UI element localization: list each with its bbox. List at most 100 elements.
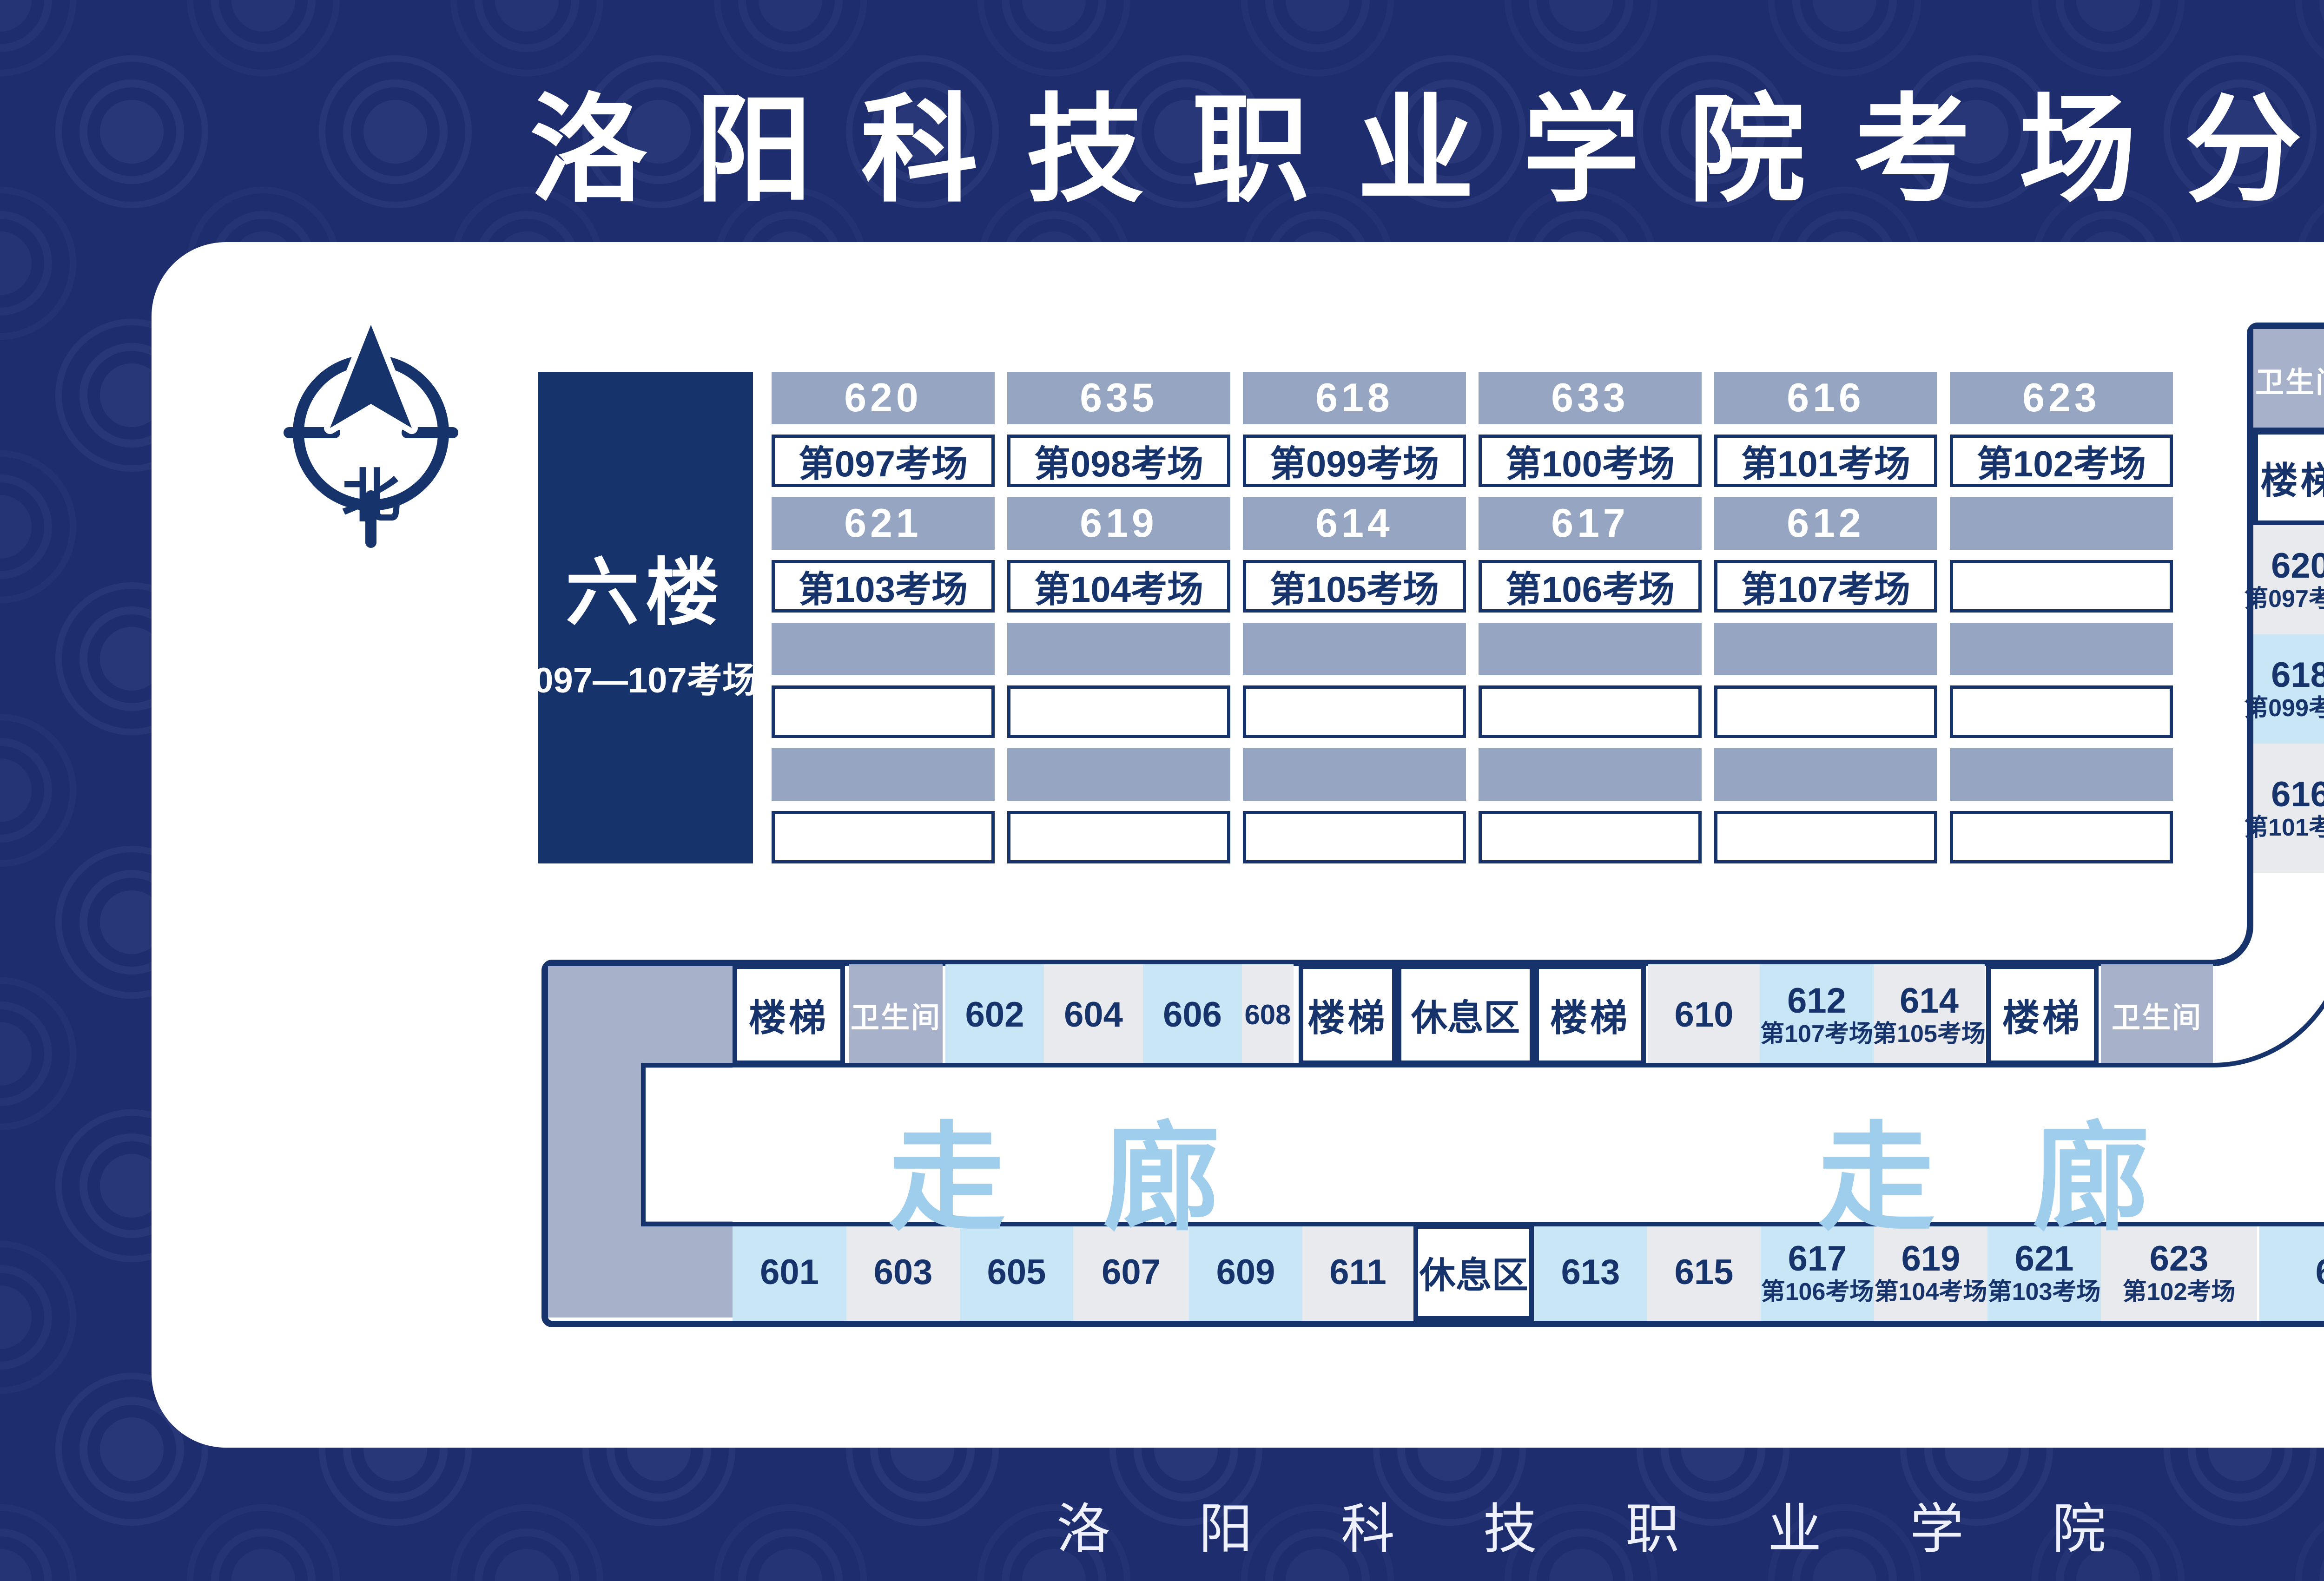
grid-exam-cell: 第097考场 — [772, 435, 995, 487]
room-cell-616: 616第101考场 — [2244, 744, 2324, 873]
room-number: 618 — [2271, 655, 2324, 695]
grid-exam-cell: 第100考场 — [1479, 435, 1702, 487]
stairs-cell: 楼梯 — [1534, 964, 1646, 1065]
map-card: 卫生间卫生间楼梯620第097考场618第099考场616第101考场63763… — [152, 242, 2324, 1448]
room-number: 623 — [2149, 1238, 2209, 1278]
grid-exam-cell — [772, 811, 995, 863]
grid-room-cell: 621 — [772, 497, 995, 550]
room-number: 602 — [965, 995, 1024, 1034]
compass: 北 — [278, 312, 464, 563]
grid-exam-cell — [772, 685, 995, 738]
grid-room-cell — [1007, 623, 1230, 675]
grid-exam-cell — [1479, 811, 1702, 863]
floor-name: 六楼 — [566, 552, 726, 634]
room-number: 603 — [873, 1252, 933, 1292]
grid-exam-cell: 第104考场 — [1007, 560, 1230, 613]
room-cell-602: 602 — [945, 964, 1044, 1065]
exam-room-label: 第097考场 — [2244, 586, 2324, 613]
exam-room-label: 第104考场 — [1874, 1278, 1987, 1305]
grid-exam-cell: 第106考场 — [1479, 560, 1702, 613]
grid-room-cell: 618 — [1243, 372, 1466, 424]
grid-exam-cell: 第102考场 — [1950, 435, 2173, 487]
rest-area-cell: 休息区 — [1397, 964, 1534, 1065]
room-number: 626 — [2316, 1252, 2324, 1292]
exam-room-label: 第099考场 — [2244, 695, 2324, 722]
room-cell-606: 606 — [1143, 964, 1242, 1065]
grid-room-cell: 619 — [1007, 497, 1230, 550]
grid-room-cell — [1950, 623, 2173, 675]
exam-room-label: 第102考场 — [2122, 1278, 2236, 1305]
grid-room-cell — [1950, 748, 2173, 801]
stairs-cell: 楼梯 — [1299, 964, 1397, 1065]
grid-exam-cell: 第101考场 — [1714, 435, 1937, 487]
room-number: 619 — [1901, 1238, 1961, 1278]
room-cell-620: 620第097考场 — [2244, 525, 2324, 634]
room-number: 610 — [1674, 995, 1734, 1034]
grid-room-cell: 612 — [1714, 497, 1937, 550]
room-cell-609: 609 — [1189, 1224, 1302, 1321]
room-cell-605: 605 — [960, 1224, 1073, 1321]
grid-exam-cell — [1007, 811, 1230, 863]
room-cell-610: 610 — [1648, 964, 1760, 1065]
grid-exam-cell — [1007, 685, 1230, 738]
grid-room-cell: 623 — [1950, 372, 2173, 424]
room-number: 617 — [1788, 1238, 1847, 1278]
grid-room-cell: 616 — [1714, 372, 1937, 424]
room-number: 611 — [1329, 1252, 1386, 1292]
grid-room-cell — [1243, 623, 1466, 675]
room-cell-607: 607 — [1073, 1224, 1189, 1321]
room-number: 604 — [1064, 995, 1123, 1034]
corridor-label-left: 走廊 — [888, 1113, 1318, 1244]
room-number: 606 — [1163, 995, 1222, 1034]
room-cell-608: 608 — [1242, 964, 1294, 1065]
room-cell-613: 613 — [1534, 1224, 1647, 1321]
grid-exam-cell: 第103考场 — [772, 560, 995, 613]
corridor-area — [646, 1068, 2211, 1221]
grid-exam-cell — [1243, 685, 1466, 738]
grid-room-cell — [1479, 623, 1702, 675]
grid-room-cell — [1714, 748, 1937, 801]
stairs-cell: 楼梯 — [733, 964, 845, 1065]
grid-exam-cell — [1950, 560, 2173, 613]
grid-room-cell — [1007, 748, 1230, 801]
grid-room-cell — [1243, 748, 1466, 801]
room-number: 601 — [760, 1252, 819, 1292]
room-number: 612 — [1787, 981, 1846, 1021]
room-cell-603: 603 — [846, 1224, 960, 1321]
grid-exam-cell — [1479, 685, 1702, 738]
grid-exam-cell: 第107考场 — [1714, 560, 1937, 613]
exam-room-label: 第103考场 — [1987, 1278, 2101, 1305]
room-number: 615 — [1674, 1252, 1734, 1292]
room-cell-618: 618第099考场 — [2244, 634, 2324, 744]
grid-exam-cell — [1243, 811, 1466, 863]
floor-plan-cells: 卫生间卫生间楼梯620第097考场618第099考场616第101考场63763… — [152, 242, 2324, 1448]
room-cell-611: 611 — [1302, 1224, 1413, 1321]
floor-six-block: 六楼 097—107考场 — [534, 372, 758, 863]
floor-range: 097—107考场 — [534, 660, 758, 700]
grid-room-cell — [1714, 623, 1937, 675]
grid-exam-cell: 第105考场 — [1243, 560, 1466, 613]
page-title: 洛阳科技职业学院考场分布图 — [529, 85, 2324, 216]
room-number: 616 — [2271, 774, 2324, 814]
grid-room-cell: 614 — [1243, 497, 1466, 550]
grid-exam-cell — [1950, 685, 2173, 738]
footer-school-name: 洛阳科技职业学院 — [1056, 1499, 2194, 1559]
grid-room-cell: 635 — [1007, 372, 1230, 424]
restroom-cell: 卫生间 — [2253, 329, 2324, 430]
grid-room-cell — [772, 748, 995, 801]
grid-room-cell: 620 — [772, 372, 995, 424]
grid-room-cell: 617 — [1479, 497, 1702, 550]
exam-room-label: 第101考场 — [2244, 814, 2324, 841]
grid-room-cell — [1950, 497, 2173, 550]
room-cell-604: 604 — [1044, 964, 1143, 1065]
floor-plan-lines — [641, 428, 2324, 1226]
grid-exam-cell — [1714, 811, 1937, 863]
grid-room-cell — [1479, 748, 1702, 801]
exam-room-label: 第107考场 — [1760, 1021, 1873, 1048]
room-number: 614 — [1900, 981, 1959, 1021]
